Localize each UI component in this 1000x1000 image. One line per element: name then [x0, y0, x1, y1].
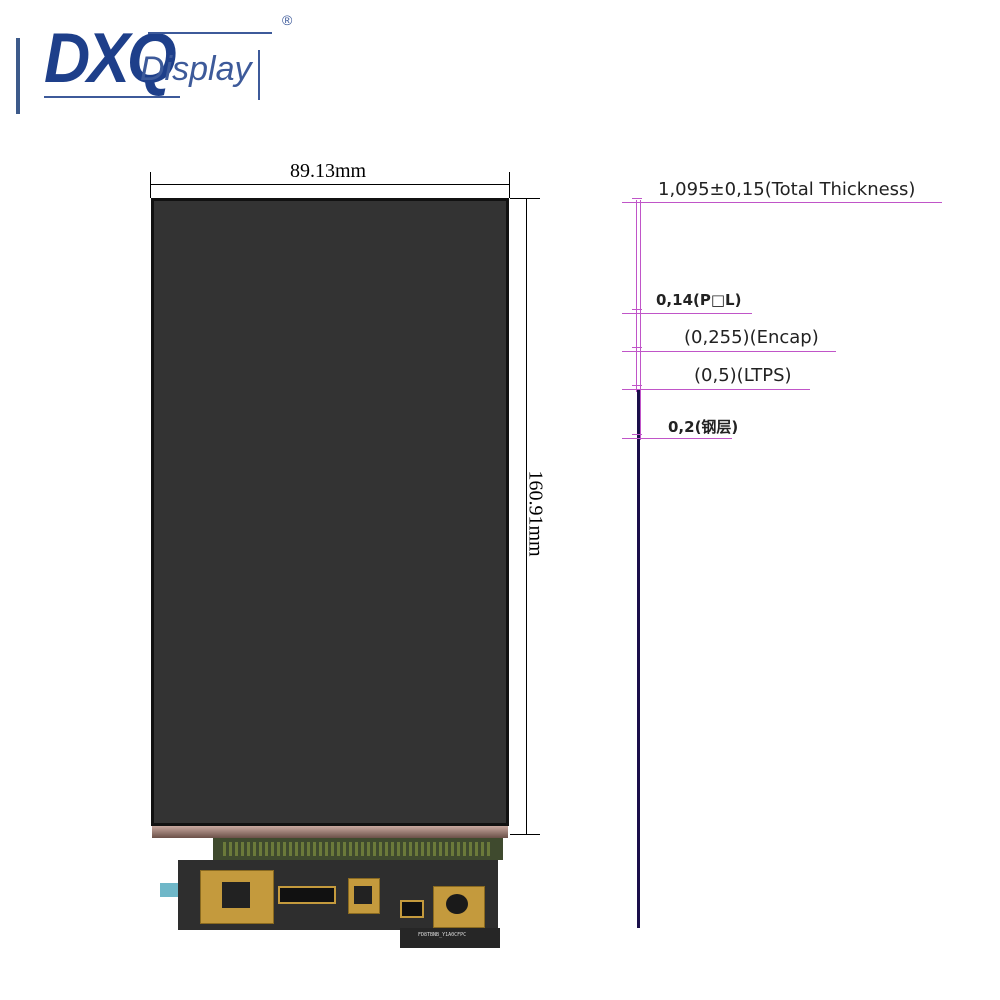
- height-dimension: 160.91mm: [510, 198, 560, 838]
- arrow-tick-steel: [632, 434, 642, 443]
- fpc-ic-chip: [222, 882, 250, 908]
- panel-bottom-edge: [152, 826, 508, 838]
- fpc-driver-chip: [446, 894, 468, 914]
- width-tick-left: [150, 172, 151, 198]
- fpc-caption: FD8TBNB_Y1A0CFPC: [418, 932, 467, 938]
- width-dimension: 89.13mm: [150, 160, 512, 200]
- registered-mark: ®: [282, 12, 293, 28]
- height-tick-bottom: [510, 834, 540, 835]
- logo-subtitle: Display: [140, 50, 252, 88]
- width-label: 89.13mm: [290, 160, 367, 182]
- height-tick-top: [510, 198, 540, 199]
- total-leader: [622, 202, 942, 203]
- width-dim-line: [150, 184, 510, 185]
- height-label: 160.91mm: [524, 470, 547, 557]
- display-panel: [151, 198, 509, 826]
- arrow-tick-total: [632, 198, 642, 207]
- arrow-tick-pol: [632, 309, 642, 318]
- fpc-bridge-trace: [223, 842, 493, 856]
- fpc-small-connector: [400, 900, 424, 918]
- layer-label-ltps: (0,5)(LTPS): [694, 365, 792, 386]
- layer-leader-pol: [622, 313, 752, 314]
- stack-guide-line-2: [640, 200, 641, 440]
- layer-leader-steel: [622, 438, 732, 439]
- arrow-tick-encap: [632, 347, 642, 356]
- layer-label-encap: (0,255)(Encap): [684, 327, 819, 348]
- logo-side-bar: [16, 38, 20, 114]
- layer-leader-ltps: [622, 389, 810, 390]
- layer-label-pol: 0,14(P□L): [656, 291, 742, 309]
- stack-edge-line: [637, 390, 640, 928]
- total-thickness-label: 1,095±0,15(Total Thickness): [658, 179, 916, 200]
- fpc-tail: [400, 928, 500, 948]
- width-tick-right: [509, 172, 510, 198]
- fpc-board: [178, 860, 498, 930]
- logo-top-rule: [148, 32, 272, 34]
- layer-leader-encap: [622, 351, 836, 352]
- fpc-bridge: [213, 838, 503, 860]
- logo-right-bar: [258, 50, 260, 100]
- fpc-component: [354, 886, 372, 904]
- fpc-blue-tab: [160, 883, 178, 897]
- logo-bottom-rule: [44, 96, 180, 98]
- stack-guide-line: [636, 200, 637, 392]
- arrow-tick-ltps: [632, 385, 642, 394]
- layer-label-steel: 0,2(钢层): [668, 418, 739, 436]
- logo: DXQ Display ®: [0, 0, 310, 120]
- fpc-board-connector: [278, 886, 336, 904]
- height-dim-line: [526, 198, 527, 834]
- logo-brand: DXQ: [44, 18, 177, 98]
